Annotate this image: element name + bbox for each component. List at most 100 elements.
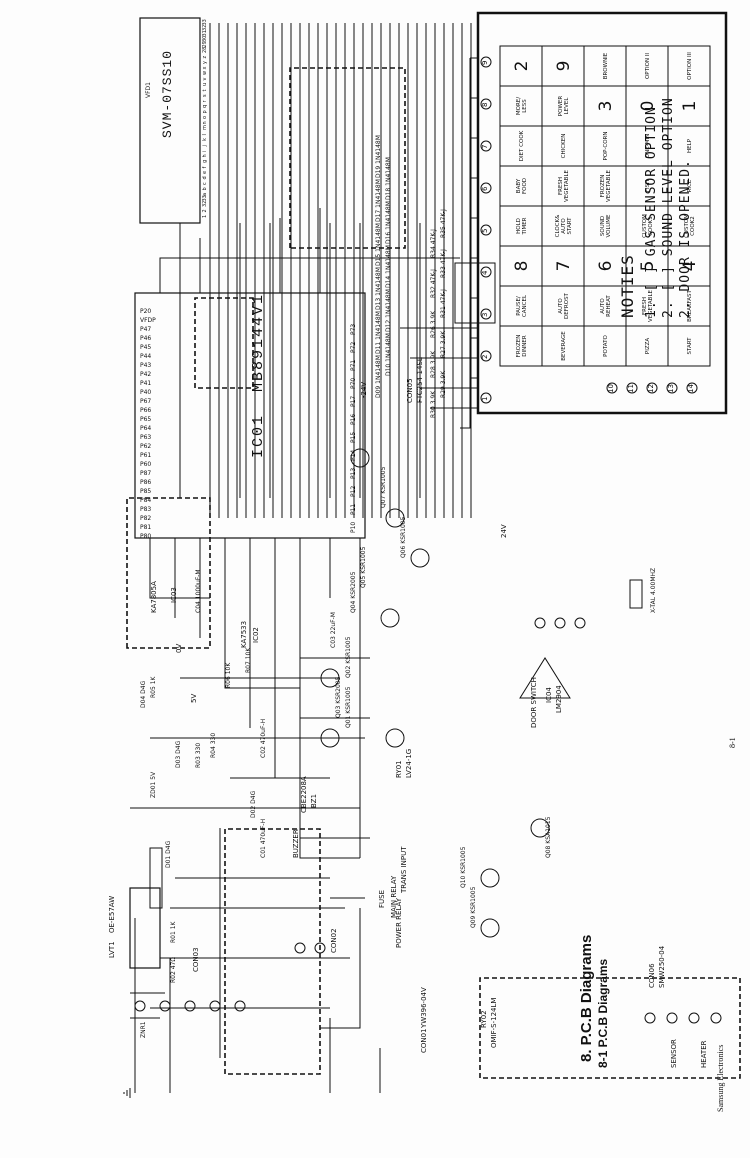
ic-pin-label: P84 bbox=[140, 497, 152, 504]
keypad-key: CLOCK& AUTO START bbox=[555, 214, 573, 238]
keypad-key: PAUSE/ CANCEL bbox=[516, 294, 528, 318]
note-item: 2. DOOR IS OPENED. bbox=[678, 159, 693, 318]
ry01-label: RY01 bbox=[395, 760, 403, 778]
component-label: R04 330 bbox=[210, 732, 217, 758]
ic02-ref: IC02 bbox=[252, 627, 260, 643]
resistor-label: R28 3.9K bbox=[430, 350, 437, 378]
vfd-grid-number: m bbox=[202, 125, 208, 130]
diode-label: D19 1N4148M bbox=[375, 135, 382, 178]
ic-pin-label: P63 bbox=[140, 434, 152, 441]
keypad-key: 9 bbox=[553, 60, 574, 72]
con01-label: CON01 bbox=[420, 1028, 428, 1053]
vfd-ref-label: VFD1 bbox=[145, 82, 152, 98]
component-label: D03 D4G bbox=[175, 740, 182, 768]
diode-label: D18 1N4148M bbox=[385, 157, 392, 200]
keypad-row-number: 1 bbox=[481, 396, 489, 401]
voltage-5v: 5V bbox=[190, 693, 198, 703]
resistor-label: R32 47K-J bbox=[430, 269, 437, 298]
vfd-grid-number: 31 bbox=[202, 30, 208, 37]
vfd-bus-lines bbox=[209, 23, 472, 518]
component-label: D01 D4G bbox=[165, 840, 172, 868]
ic-pin-label: P17 bbox=[350, 395, 357, 407]
keypad-key: AUTO REHEAT bbox=[600, 295, 612, 317]
keypad-key: OPTION III bbox=[687, 52, 693, 80]
ic03-part: KA7805A bbox=[150, 581, 158, 613]
component-label: R02 47Ω bbox=[170, 957, 177, 983]
ic-pin-label: P80 bbox=[140, 533, 152, 540]
keypad-key: 1 bbox=[679, 100, 700, 112]
vfd-grid-number: 33 bbox=[202, 195, 208, 202]
con05-part: FTC254-14SL bbox=[416, 357, 424, 403]
ic-pin-label: P70 bbox=[350, 377, 357, 389]
keypad-key: 8 bbox=[511, 260, 532, 272]
main-relay-label: MAIN RELAY bbox=[390, 875, 398, 918]
buzzer-part: CBE2208A bbox=[300, 776, 308, 813]
sensor-label: SENSOR bbox=[670, 1039, 678, 1068]
ic-pin-label: P43 bbox=[140, 362, 152, 369]
diode-label: D12 1N4148M bbox=[385, 289, 392, 332]
ic-pin-label: P87 bbox=[140, 470, 152, 477]
vfd-grid-number: t bbox=[202, 89, 208, 92]
heater-label: HEATER bbox=[700, 1040, 708, 1069]
vfd-grid-number: a bbox=[202, 192, 208, 196]
vfd-grid-number: k bbox=[202, 138, 208, 141]
vfd-grid-number: i bbox=[202, 150, 208, 152]
keypad-key: HOLD TIMER bbox=[516, 217, 528, 235]
con06-part: SMW250-04 bbox=[658, 945, 666, 988]
keypad-key: OPTION II bbox=[645, 52, 651, 80]
voltage-m24v: -24V bbox=[360, 381, 368, 398]
ic-pin-label: P85 bbox=[140, 488, 152, 495]
note-item: 2. [ ] SOUND LEVEL OPTION bbox=[661, 97, 676, 318]
ic-pin-label: P47 bbox=[140, 326, 152, 333]
ic-pin-label: VFDP bbox=[140, 317, 156, 324]
diode-label: D10 1N4148M bbox=[385, 333, 392, 376]
keypad-col-number: 14 bbox=[687, 384, 695, 393]
vfd-grid-number: 32 bbox=[202, 24, 208, 31]
keypad-row-number: 8 bbox=[481, 102, 489, 107]
ic01-label: IC01 MB89144V1 bbox=[250, 292, 267, 458]
diode-label: D09 1N4148M bbox=[375, 355, 382, 398]
ic-pin-label: P15 bbox=[350, 431, 357, 443]
component-label: C01 470uF-H bbox=[260, 818, 267, 858]
keypad-key: FROZEN VEGETABLE bbox=[600, 170, 612, 202]
ic-pin-label: P62 bbox=[140, 443, 152, 450]
con02-label: CON02 bbox=[330, 928, 338, 953]
vfd-grid-number: 29 bbox=[202, 41, 208, 48]
keypad-key: 6 bbox=[595, 260, 616, 272]
keypad-key: FROZEN DINNER bbox=[516, 334, 528, 358]
component-label: C03 22uF-M bbox=[330, 612, 337, 648]
keypad-col-number: 12 bbox=[647, 384, 655, 393]
resistor-label: R27 3.9K bbox=[440, 330, 447, 358]
ic03-ref: IC03 bbox=[170, 587, 178, 603]
keypad-key: BROWNIE bbox=[603, 52, 609, 80]
keypad-col-number: 13 bbox=[667, 384, 675, 393]
con05-label: CON05 bbox=[406, 378, 414, 403]
ry01-part: LV24-1G bbox=[405, 748, 413, 778]
component-label: C04 1000uF-M bbox=[195, 569, 202, 613]
keypad-key: PIZZA bbox=[645, 337, 651, 355]
ry02-label: RY02 bbox=[480, 1010, 488, 1028]
keypad-key: POP-CORN bbox=[603, 131, 609, 161]
vfd-grid-number: x bbox=[202, 66, 208, 70]
ic02-part: KA7533 bbox=[240, 620, 248, 648]
ic-pin-label: P67 bbox=[140, 398, 152, 405]
ic-pin-label: P41 bbox=[140, 380, 152, 387]
keypad-key: 2 bbox=[511, 60, 532, 72]
vfd-grid-number: c bbox=[202, 182, 208, 185]
ic-pin-label: P44 bbox=[140, 353, 152, 360]
buzzer-ref: BZ1 bbox=[310, 793, 318, 808]
ry02-part: OMIF-S-124LM bbox=[490, 997, 498, 1048]
notes-title: NOTIES bbox=[618, 254, 637, 318]
keypad-row-number: 2 bbox=[481, 354, 489, 359]
keypad-key: 3 bbox=[595, 100, 616, 112]
keypad-key: BEVERAGE bbox=[561, 331, 567, 361]
component-label: D02 D4G bbox=[250, 790, 257, 818]
keypad-key: SOUND VOLUME bbox=[600, 214, 612, 238]
keypad-col-number: 11 bbox=[627, 384, 635, 393]
keypad-key: HELP bbox=[687, 139, 693, 153]
keypad-row-number: 3 bbox=[481, 312, 489, 317]
vfd-grid-number: b bbox=[202, 187, 208, 191]
keypad-key: POWER LEVEL bbox=[558, 95, 570, 117]
